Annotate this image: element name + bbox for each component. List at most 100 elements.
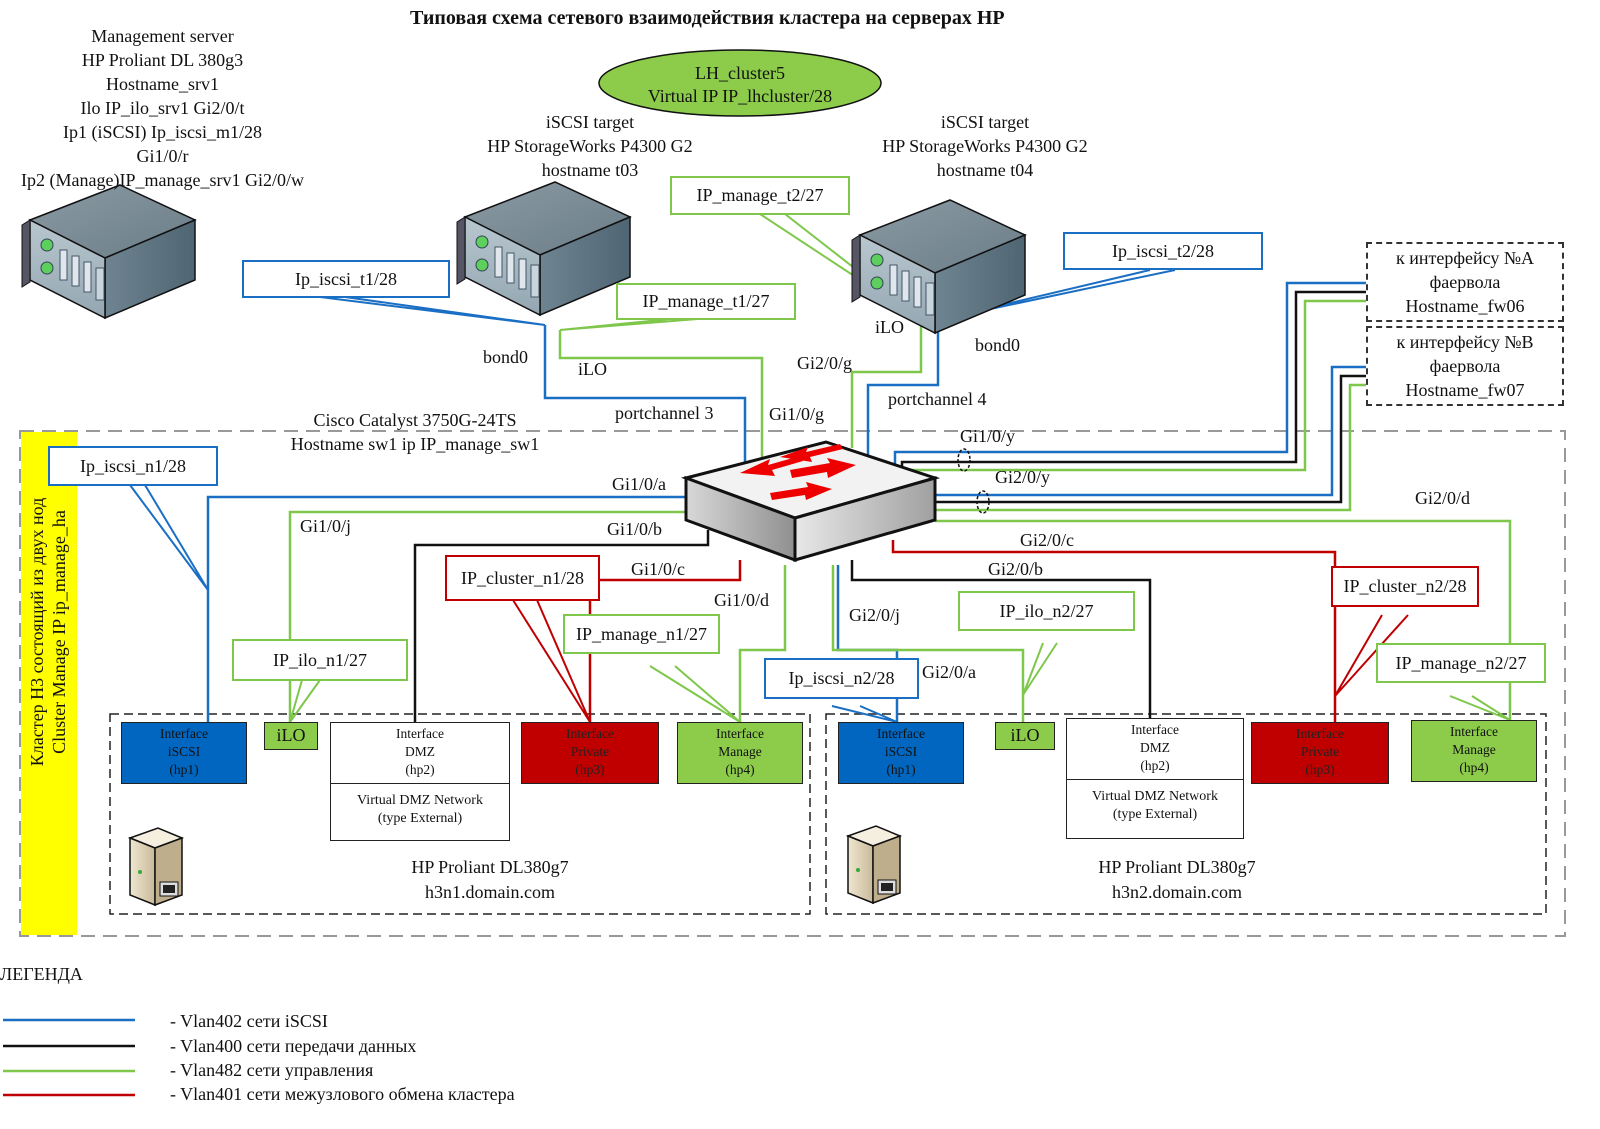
- lh-cluster-label: LH_cluster5 Virtual IP IP_lhcluster/28: [600, 62, 880, 108]
- n1-manage-line1: Interface: [716, 726, 764, 741]
- n1-iscsi-line3: (hp1): [169, 762, 199, 777]
- t04-bond-label: bond0: [975, 335, 1020, 355]
- t03-bond-label: bond0: [483, 347, 528, 367]
- callout-ilo-n2: IP_ilo_n2/27: [958, 591, 1135, 631]
- port-label-n2-dmz: Gi2/0/b: [988, 559, 1044, 579]
- link-n2-private: [891, 540, 1337, 725]
- lh-cluster-ellipse: [598, 49, 882, 117]
- n2-fqdn: h3n2.domain.com: [1112, 882, 1242, 902]
- firewall-a-line3: Hostname_fw06: [1405, 296, 1525, 316]
- diagram-title: Типовая схема сетевого взаимодействия кл…: [410, 7, 1005, 29]
- n2-manage-line1: Interface: [1450, 724, 1498, 739]
- n2-dmz-line2: DMZ: [1140, 740, 1170, 755]
- firewall-b-line2: фаервола: [1429, 356, 1501, 376]
- cluster-label-line1: Кластер H3 состоящий из двух нод: [27, 497, 47, 767]
- n2-private-line3: (hp3): [1305, 762, 1335, 777]
- n2-interface-dmz: Interface DMZ (hp2): [1066, 718, 1244, 780]
- uplink1-port-label: Gi1/0/y: [960, 426, 1016, 446]
- n1-server-label: HP Proliant DL380g7 h3n1.domain.com: [340, 855, 640, 905]
- t04-ilo-label: iLO: [875, 317, 904, 337]
- callout-manage-t2: IP_manage_t2/27: [670, 176, 850, 215]
- link-fwA-data: [900, 290, 1366, 475]
- n2-interface-private: Interface Private (hp3): [1251, 722, 1389, 784]
- port-label-n1-ilo: Gi1/0/j: [300, 516, 352, 536]
- port-label-n1-manage: Gi1/0/d: [714, 590, 770, 610]
- n1-interface-private: Interface Private (hp3): [521, 722, 659, 784]
- port-label-n2-private: Gi2/0/c: [1020, 530, 1074, 550]
- n1-private-line1: Interface: [566, 726, 614, 741]
- etherchannel-marker-1: [957, 448, 971, 472]
- switch-model: Cisco Catalyst 3750G-24TS: [313, 410, 517, 430]
- n2-interface-iscsi: Interface iSCSI (hp1): [838, 722, 964, 784]
- n2-vdmz-line2: (type External): [1112, 807, 1198, 822]
- n2-virtual-dmz-network: Virtual DMZ Network (type External): [1066, 779, 1244, 839]
- link-n1-manage: [738, 565, 787, 725]
- mgmt-server-label: Management server HP Proliant DL 380g3 H…: [0, 24, 325, 192]
- n1-private-line2: Private: [570, 744, 610, 759]
- link-t04-ilo: [850, 320, 923, 448]
- node2-frame: [825, 713, 1547, 915]
- n1-interface-dmz: Interface DMZ (hp2): [330, 722, 510, 784]
- firewall-b-line3: Hostname_fw07: [1405, 380, 1525, 400]
- port-label-n1-private: Gi1/0/c: [631, 559, 685, 579]
- callout-manage-n1: IP_manage_n1/27: [563, 614, 720, 654]
- storage-t03-label: iSCSI target HP StorageWorks P4300 G2 ho…: [460, 110, 720, 182]
- port-label-n2-ilo: Gi2/0/j: [849, 605, 901, 625]
- callout-manage-t1: IP_manage_t1/27: [616, 283, 796, 320]
- storage-t04-label: iSCSI target HP StorageWorks P4300 G2 ho…: [855, 110, 1115, 182]
- n1-vdmz-line2: (type External): [377, 811, 463, 826]
- callout-cluster-n1: IP_cluster_n1/28: [445, 555, 600, 601]
- n1-dmz-line3: (hp2): [405, 762, 435, 777]
- n2-interface-ilo: iLO: [995, 722, 1055, 750]
- link-fwB-manage: [935, 383, 1366, 512]
- firewall-b-line1: к интерфейсу №B: [1396, 332, 1534, 352]
- link-t03-ilo: [558, 330, 764, 462]
- n2-manage-line2: Manage: [1452, 742, 1496, 757]
- n2-iscsi-line2: iSCSI: [884, 744, 918, 759]
- n2-dmz-line3: (hp2): [1140, 758, 1170, 773]
- n1-virtual-dmz-network: Virtual DMZ Network (type External): [330, 783, 510, 841]
- firewall-b: к интерфейсу №B фаервола Hostname_fw07: [1366, 326, 1564, 406]
- firewall-a: к интерфейсу №A фаервола Hostname_fw06: [1366, 242, 1564, 322]
- etherchannel-marker-2: [976, 490, 990, 514]
- port-label-n2-iscsi: Gi2/0/a: [922, 662, 976, 682]
- n2-server-label: HP Proliant DL380g7 h3n2.domain.com: [1027, 855, 1327, 905]
- cluster-vertical-label: Кластер H3 состоящий из двух нод Cluster…: [26, 432, 70, 832]
- callout-ilo-n1: IP_ilo_n1/27: [232, 639, 408, 681]
- mgmt-server-model: HP Proliant DL 380g3: [81, 50, 244, 70]
- port-label-n1-iscsi: Gi1/0/a: [612, 474, 666, 494]
- cluster-boundary: [19, 430, 1566, 937]
- n1-fqdn: h3n1.domain.com: [425, 882, 555, 902]
- storage-t04-hostname: hostname t04: [936, 160, 1034, 180]
- link-fwB-data: [935, 374, 1366, 504]
- link-t04-iscsi: [866, 320, 940, 455]
- cluster-label-line2: Cluster Manage IP ip_manage_ha: [49, 510, 69, 754]
- link-n2-iscsi: [836, 565, 899, 725]
- n1-iscsi-line1: Interface: [160, 726, 208, 741]
- storage-t03-model: HP StorageWorks P4300 G2: [487, 136, 693, 156]
- legend-title: ЛЕГЕНДА: [0, 964, 83, 984]
- lh-cluster-vip: Virtual IP IP_lhcluster/28: [647, 86, 833, 106]
- mgmt-server-ip2: Ip2 (Manage)IP_manage_srv1 Gi2/0/w: [21, 170, 304, 190]
- storage-t03-icon: [456, 181, 631, 316]
- callout-iscsi-t2: Ip_iscsi_t2/28: [1063, 232, 1263, 270]
- t03-portchannel-label: portchannel 3: [615, 403, 714, 423]
- callout-cluster-n2: IP_cluster_n2/28: [1331, 566, 1479, 607]
- switch-icon: [680, 440, 941, 563]
- n1-iscsi-line2: iSCSI: [167, 744, 201, 759]
- n1-interface-iscsi: Interface iSCSI (hp1): [121, 722, 247, 784]
- firewall-a-line1: к интерфейсу №A: [1395, 248, 1535, 268]
- link-n1-dmz: [413, 530, 710, 725]
- firewall-a-line2: фаервола: [1429, 272, 1501, 292]
- node1-frame: [109, 713, 811, 915]
- n2-interface-manage: Interface Manage (hp4): [1411, 720, 1537, 782]
- legend-item-data: - Vlan400 сети передачи данных: [170, 1036, 417, 1056]
- lh-cluster-name: LH_cluster5: [695, 63, 785, 83]
- n2-vdmz-line1: Virtual DMZ Network: [1092, 789, 1218, 804]
- legend-item-manage: - Vlan482 сети управления: [170, 1060, 374, 1080]
- n2-iscsi-line3: (hp1): [886, 762, 916, 777]
- link-n1-iscsi: [206, 495, 686, 725]
- tower-server-icon: [127, 827, 185, 907]
- rack-server-icon: [21, 184, 197, 320]
